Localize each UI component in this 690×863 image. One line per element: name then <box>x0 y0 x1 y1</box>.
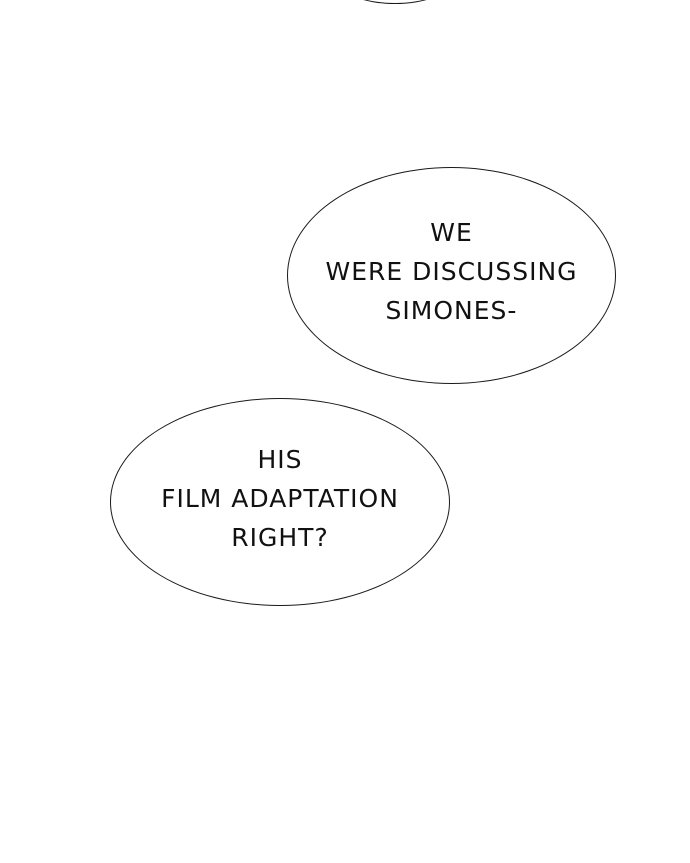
speech-line: RIGHT? <box>231 523 329 552</box>
speech-line: WE <box>430 218 473 247</box>
speech-bubble-1 <box>287 167 616 384</box>
speech-bubble-partial-top <box>340 0 450 4</box>
speech-line: SIMONES- <box>385 296 518 325</box>
speech-line: FILM ADAPTATION <box>161 484 399 513</box>
speech-bubble-1-text: WE WERE DISCUSSING SIMONES- <box>287 213 616 330</box>
speech-bubble-2 <box>110 398 450 606</box>
speech-line: HIS <box>257 445 303 474</box>
speech-bubble-2-text: HIS FILM ADAPTATION RIGHT? <box>110 440 450 557</box>
speech-line: WERE DISCUSSING <box>325 257 578 286</box>
